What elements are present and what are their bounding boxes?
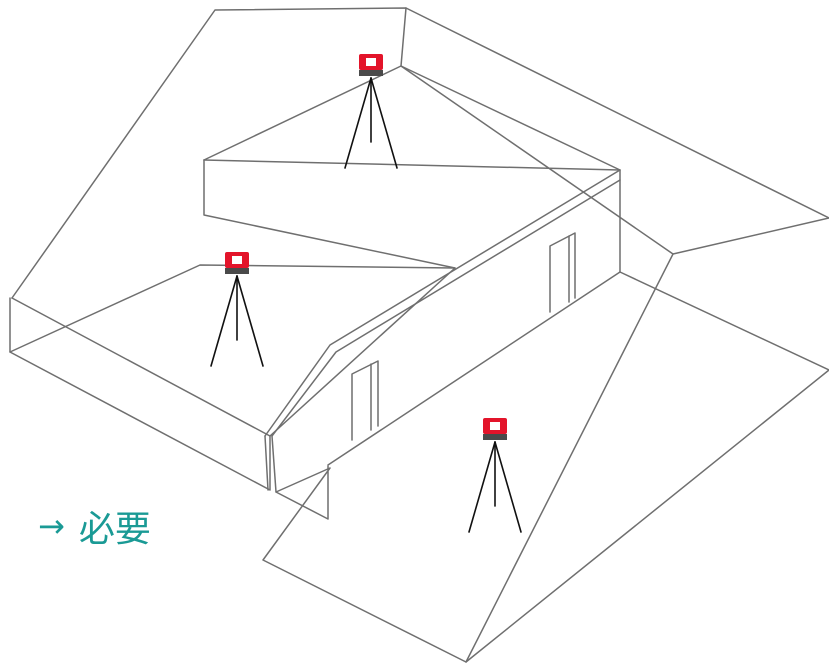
total-station-instrument-1 bbox=[344, 54, 398, 169]
total-station-on-tripod-icon bbox=[344, 54, 398, 169]
arrow-right-icon: → bbox=[38, 507, 65, 545]
total-station-instrument-3 bbox=[468, 418, 522, 533]
total-station-on-tripod-icon bbox=[210, 252, 264, 367]
total-station-on-tripod-icon bbox=[468, 418, 522, 533]
annotation-text: 必要 bbox=[78, 509, 151, 550]
annotation-label: → 必要 bbox=[38, 500, 151, 552]
building-wireframe bbox=[9, 7, 829, 663]
total-station-instrument-2 bbox=[210, 252, 264, 367]
